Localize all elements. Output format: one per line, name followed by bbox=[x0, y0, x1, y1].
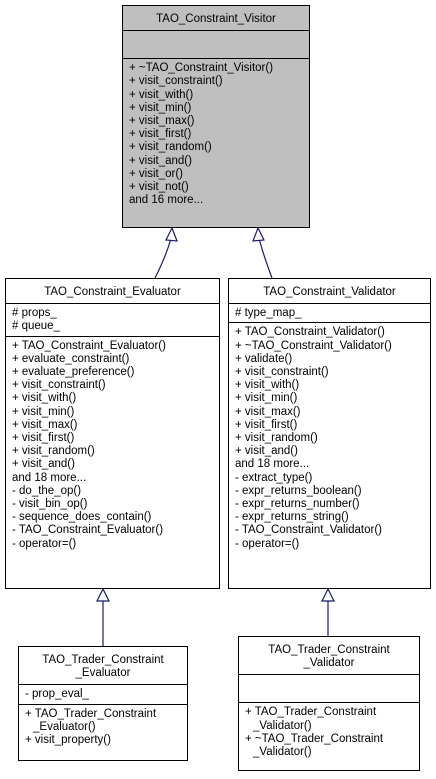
operation: + evaluate_constraint() bbox=[12, 352, 130, 365]
operation: + visit_constraint() bbox=[129, 75, 223, 88]
operation: + visit_max() bbox=[235, 405, 301, 418]
class-tao-constraint-evaluator[interactable]: TAO_Constraint_Evaluator # props_ # queu… bbox=[5, 278, 220, 589]
operation: + visit_random() bbox=[235, 432, 318, 445]
edge-validator-to-visitor bbox=[258, 237, 273, 279]
operation: + visit_with() bbox=[129, 88, 194, 101]
generalization-arrowhead bbox=[96, 587, 110, 602]
operation: + visit_min() bbox=[12, 405, 75, 418]
class-title: TAO_Constraint_Visitor bbox=[123, 6, 309, 30]
operation: + ~TAO_Trader_Constraint bbox=[245, 732, 384, 745]
class-name-continued: _Validator bbox=[303, 657, 355, 670]
operation: + ~TAO_Constraint_Validator() bbox=[235, 339, 392, 352]
operation: + validate() bbox=[235, 352, 293, 365]
class-name-continued: _Evaluator bbox=[75, 667, 131, 680]
operation: - operator=() bbox=[235, 537, 300, 550]
operation: - expr_returns_boolean() bbox=[235, 484, 362, 497]
operation: + visit_with() bbox=[235, 379, 300, 392]
attribute: # queue_ bbox=[12, 320, 60, 333]
more-operations-note: and 18 more... bbox=[12, 471, 87, 484]
operations-section: + ~TAO_Constraint_Visitor() + visit_cons… bbox=[123, 58, 309, 209]
operation: + visit_min() bbox=[235, 392, 298, 405]
attributes-section: - prop_eval_ bbox=[19, 684, 187, 703]
operation: - visit_bin_op() bbox=[12, 498, 88, 511]
operation: - TAO_Constraint_Evaluator() bbox=[12, 524, 164, 537]
operation: + TAO_Trader_Constraint bbox=[245, 706, 377, 719]
operation: + visit_min() bbox=[129, 101, 192, 114]
attributes-section bbox=[239, 674, 419, 702]
operation: + visit_and() bbox=[12, 458, 75, 471]
attributes-section: # props_ # queue_ bbox=[6, 303, 219, 335]
operation: - expr_returns_number() bbox=[235, 498, 360, 511]
operation: + visit_or() bbox=[129, 167, 183, 180]
attributes-section: # type_map_ bbox=[229, 303, 430, 322]
class-name: TAO_Constraint_Visitor bbox=[156, 13, 276, 25]
operation: - sequence_does_contain() bbox=[12, 511, 152, 524]
edge-evaluator-to-visitor bbox=[154, 237, 172, 279]
operations-section: + TAO_Constraint_Validator() + ~TAO_Cons… bbox=[229, 322, 430, 552]
operation: - extract_type() bbox=[235, 471, 313, 484]
operation: + visit_not() bbox=[129, 181, 189, 194]
operations-section: + TAO_Trader_Constraint _Evaluator() + v… bbox=[19, 703, 187, 750]
class-name: TAO_Constraint_Evaluator bbox=[44, 286, 181, 298]
class-title: TAO_Constraint_Evaluator bbox=[6, 279, 219, 303]
operation: - TAO_Constraint_Validator() bbox=[235, 524, 383, 537]
attributes-section bbox=[123, 30, 309, 58]
operation: - do_the_op() bbox=[12, 484, 82, 497]
operation: + visit_first() bbox=[12, 432, 75, 445]
operation: + evaluate_preference() bbox=[12, 366, 135, 379]
operation: + visit_random() bbox=[12, 445, 95, 458]
operation: + visit_max() bbox=[12, 418, 78, 431]
class-name: TAO_Trader_Constraint bbox=[268, 644, 390, 656]
class-title: TAO_Constraint_Validator bbox=[229, 279, 430, 303]
attribute: - prop_eval_ bbox=[25, 688, 89, 701]
more-operations-note: and 16 more... bbox=[129, 194, 204, 207]
operation: + visit_with() bbox=[12, 392, 77, 405]
more-operations-note: and 18 more... bbox=[235, 458, 310, 471]
generalization-arrowhead bbox=[321, 587, 335, 602]
operation: + visit_and() bbox=[129, 154, 192, 167]
class-tao-constraint-validator[interactable]: TAO_Constraint_Validator # type_map_ + T… bbox=[228, 278, 431, 589]
operation: + visit_property() bbox=[25, 734, 111, 747]
operation: + visit_max() bbox=[129, 115, 195, 128]
operation-continued: _Evaluator() bbox=[33, 720, 96, 733]
class-title: TAO_Trader_Constraint _Validator bbox=[239, 637, 419, 674]
operation-continued: _Validator() bbox=[253, 746, 312, 759]
operation: + TAO_Constraint_Validator() bbox=[235, 326, 385, 339]
attribute: # props_ bbox=[12, 307, 57, 320]
operation: + TAO_Trader_Constraint bbox=[25, 707, 157, 720]
operation: + visit_constraint() bbox=[235, 366, 329, 379]
attribute: # type_map_ bbox=[235, 307, 302, 320]
operation: + visit_random() bbox=[129, 141, 212, 154]
operation: + ~TAO_Constraint_Visitor() bbox=[129, 62, 274, 75]
operation: + visit_and() bbox=[235, 445, 298, 458]
class-name: TAO_Trader_Constraint bbox=[42, 654, 164, 666]
operation-continued: _Validator() bbox=[253, 719, 312, 732]
operation: - expr_returns_string() bbox=[235, 511, 349, 524]
generalization-arrowhead bbox=[165, 226, 178, 242]
class-tao-trader-constraint-validator[interactable]: TAO_Trader_Constraint _Validator + TAO_T… bbox=[238, 636, 420, 771]
operations-section: + TAO_Constraint_Evaluator() + evaluate_… bbox=[6, 335, 219, 553]
operation: + visit_constraint() bbox=[12, 379, 106, 392]
class-title: TAO_Trader_Constraint _Evaluator bbox=[19, 647, 187, 684]
generalization-arrowhead bbox=[252, 226, 265, 242]
operation: + visit_first() bbox=[129, 128, 192, 141]
class-tao-trader-constraint-evaluator[interactable]: TAO_Trader_Constraint _Evaluator - prop_… bbox=[18, 646, 188, 761]
operation: + TAO_Constraint_Evaluator() bbox=[12, 339, 166, 352]
operations-section: + TAO_Trader_Constraint _Validator() + ~… bbox=[239, 702, 419, 761]
class-name: TAO_Constraint_Validator bbox=[263, 286, 396, 298]
operation: + visit_first() bbox=[235, 418, 298, 431]
class-tao-constraint-visitor[interactable]: TAO_Constraint_Visitor + ~TAO_Constraint… bbox=[122, 5, 310, 228]
operation: - operator=() bbox=[12, 537, 77, 550]
